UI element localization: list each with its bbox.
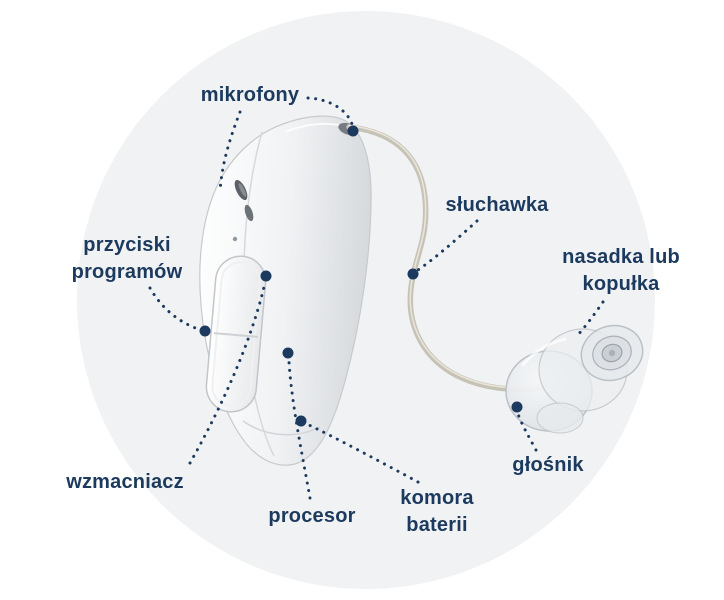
label-przyciski: przyciski programów: [72, 232, 183, 286]
label-nasadka: nasadka lub kopułka: [562, 244, 680, 298]
dot-przyciski: [199, 325, 211, 337]
leader-nasadka: [575, 300, 605, 338]
label-sluchawka: słuchawka: [445, 194, 549, 216]
dot-sluchawka: [407, 268, 419, 280]
leader-wzmacniacz: [188, 285, 266, 465]
leader-komora: [307, 423, 420, 484]
dot-wzmacniacz: [260, 270, 272, 282]
leader-mikrofony-right: [306, 96, 354, 126]
label-mikrofony: mikrofony: [200, 84, 300, 106]
label-komora-line1: komora: [400, 487, 474, 509]
label-nasadka-line2: kopułka: [582, 273, 660, 295]
sound-tube: [346, 124, 548, 392]
leader-glosnik: [516, 412, 538, 452]
leader-przyciski: [148, 286, 200, 331]
ear-dome-illustration: [505, 324, 644, 434]
label-komora-line2: baterii: [406, 514, 468, 536]
label-przyciski-line2: programów: [71, 261, 183, 283]
label-nasadka-line1: nasadka lub: [562, 246, 680, 268]
dot-mikrofony: [347, 125, 359, 137]
anchor-dots: [199, 125, 523, 427]
background-circle: [77, 11, 655, 589]
dot-procesor: [282, 347, 294, 359]
label-glosnik: głośnik: [512, 454, 584, 476]
leader-lines: [148, 96, 605, 500]
program-button-illustration: [205, 255, 267, 413]
label-przyciski-line1: przyciski: [83, 234, 171, 256]
label-komora: komora baterii: [400, 485, 473, 539]
dot-glosnik: [511, 401, 523, 413]
leader-mikrofony-left: [218, 110, 242, 193]
leader-procesor: [287, 360, 312, 500]
leader-sluchawka: [416, 219, 479, 272]
label-wzmacniacz: wzmacniacz: [66, 471, 184, 493]
label-procesor: procesor: [268, 505, 356, 527]
dot-komora: [295, 415, 307, 427]
microphone-ports-icon: [232, 179, 254, 242]
